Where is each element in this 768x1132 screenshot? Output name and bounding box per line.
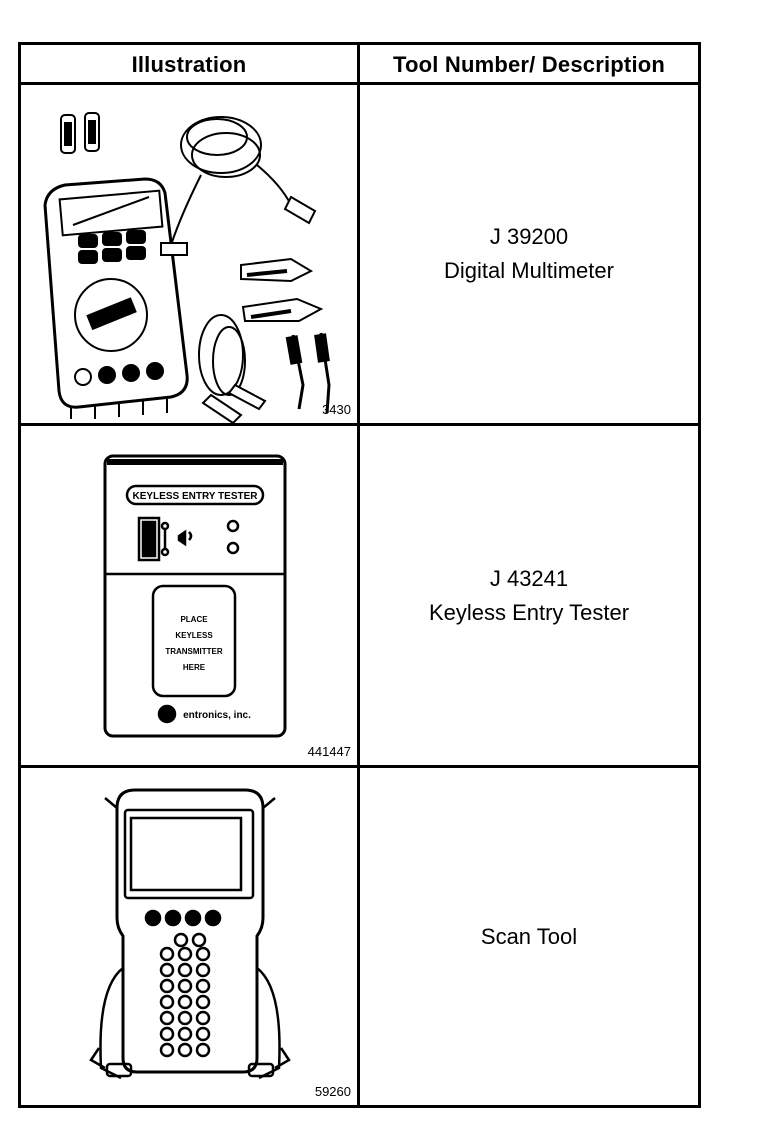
illustration-cell: 3430 [21, 85, 357, 425]
illustration-header: Illustration [131, 52, 247, 77]
tester-place-line-4: HERE [183, 663, 206, 672]
figure-code: 441447 [307, 744, 351, 759]
illustration-cell: 59260 [21, 768, 357, 1105]
digital-multimeter-icon [43, 112, 331, 425]
tool-description: Digital Multimeter [444, 258, 614, 283]
tester-place-line-2: KEYLESS [175, 631, 213, 640]
tool-number: J 43241 [489, 565, 569, 591]
keyless-entry-tester-icon: KEYLESS ENTRY TESTER PLACE KEYLESS TRANS… [103, 454, 287, 738]
figure-code: 59260 [314, 1084, 351, 1099]
column-divider [357, 45, 360, 1105]
description-cell: J 43241 Keyless Entry Tester [360, 426, 698, 765]
tool-number: J 39200 [489, 224, 569, 249]
description-cell: Scan Tool [360, 768, 698, 1105]
tool-table: Illustration Tool Number/ Description [18, 42, 701, 1108]
scan-tool-icon [89, 788, 291, 1080]
row-divider [21, 765, 698, 768]
tester-brand-text: entronics, inc. [183, 710, 251, 721]
description-header: Tool Number/ Description [392, 52, 666, 77]
figure-code: 3430 [322, 402, 351, 417]
description-cell: J 39200 Digital Multimeter [360, 85, 698, 423]
illustration-cell: KEYLESS ENTRY TESTER PLACE KEYLESS TRANS… [21, 426, 357, 765]
tester-banner-text: KEYLESS ENTRY TESTER [132, 491, 258, 502]
tester-place-line-1: PLACE [180, 615, 208, 624]
row-divider [21, 423, 698, 426]
tester-place-line-3: TRANSMITTER [165, 647, 223, 656]
tool-description: Scan Tool [480, 923, 578, 949]
tool-description: Keyless Entry Tester [428, 599, 630, 625]
header-divider [21, 82, 698, 85]
